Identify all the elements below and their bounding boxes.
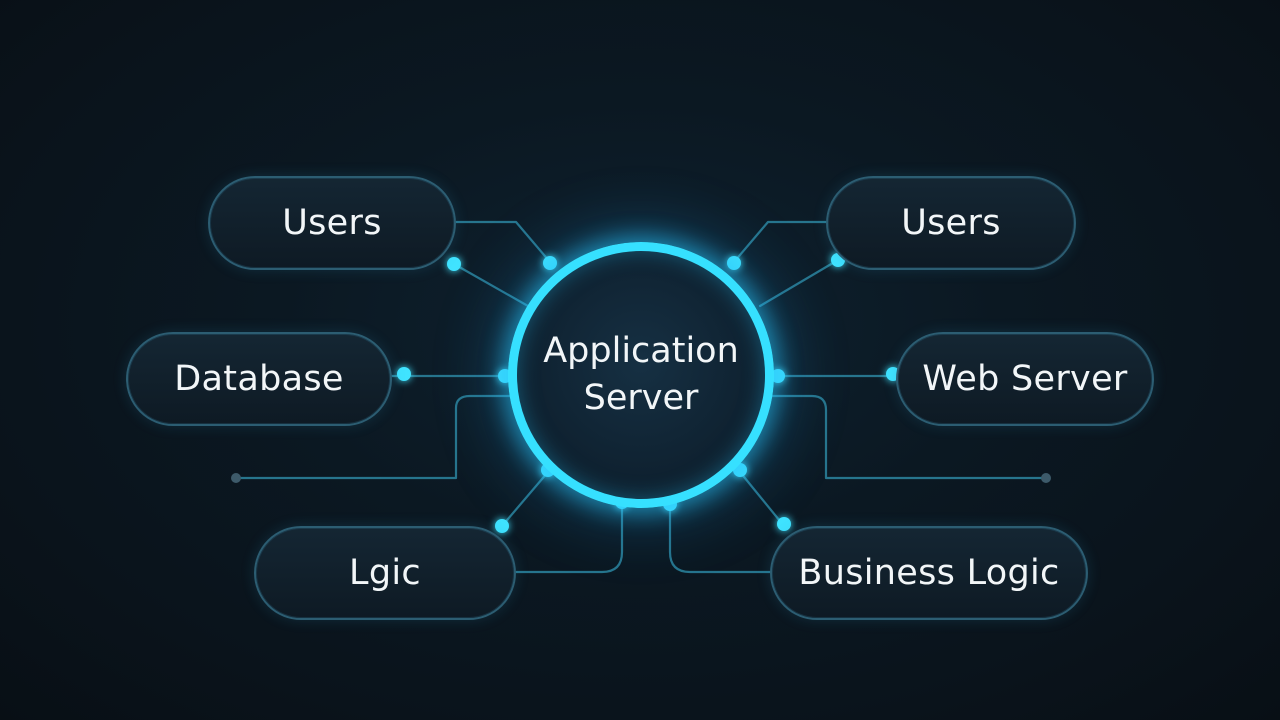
node-users-right: Users bbox=[826, 176, 1076, 270]
connector-users-left-lower bbox=[452, 262, 530, 308]
node-users-right-label: Users bbox=[901, 203, 1001, 243]
node-dot bbox=[495, 519, 509, 533]
endpoint-dot-right bbox=[1041, 473, 1051, 483]
connector-users-right-lower bbox=[758, 258, 840, 308]
connector-business-logic-upper bbox=[738, 470, 786, 528]
hub-label-line1: Application bbox=[543, 331, 739, 371]
node-web-server: Web Server bbox=[896, 332, 1154, 426]
node-dot bbox=[447, 257, 461, 271]
node-dot bbox=[543, 256, 557, 270]
node-logic-label: Lgic bbox=[349, 553, 421, 593]
endpoint-dot-left bbox=[231, 473, 241, 483]
connector-logic-lower bbox=[514, 500, 624, 574]
node-logic: Lgic bbox=[254, 526, 516, 620]
node-dot bbox=[397, 367, 411, 381]
connector-right-branch bbox=[768, 394, 1048, 480]
connector-left-branch bbox=[234, 394, 514, 480]
node-web-server-label: Web Server bbox=[922, 359, 1128, 399]
node-business-logic: Business Logic bbox=[770, 526, 1088, 620]
node-users-left: Users bbox=[208, 176, 456, 270]
connector-logic-upper bbox=[500, 470, 550, 528]
node-dot bbox=[777, 517, 791, 531]
hub-application-server: Application Server bbox=[508, 242, 774, 508]
node-users-left-label: Users bbox=[282, 203, 382, 243]
node-business-logic-label: Business Logic bbox=[798, 553, 1060, 593]
connector-business-logic-lower bbox=[668, 502, 774, 574]
connector-users-left-upper bbox=[454, 220, 552, 264]
hub-label-line2: Server bbox=[583, 378, 699, 418]
node-database: Database bbox=[126, 332, 392, 426]
node-database-label: Database bbox=[174, 359, 344, 399]
node-dot bbox=[771, 369, 785, 383]
node-dot bbox=[727, 256, 741, 270]
connector-users-right-upper bbox=[732, 220, 828, 264]
